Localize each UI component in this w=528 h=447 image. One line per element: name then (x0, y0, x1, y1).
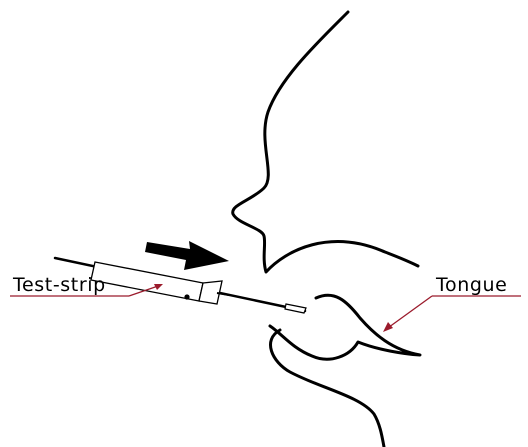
tongue-leader-arrowhead (383, 322, 393, 332)
chin-outline (271, 330, 384, 447)
tongue-leader-line (385, 296, 432, 330)
test-strip-label: Test-strip (12, 274, 106, 296)
insertion-arrow-icon (145, 241, 229, 270)
tongue-label: Tongue (435, 274, 507, 296)
test-strip-marker (184, 294, 189, 299)
tongue-leader (383, 296, 521, 332)
test-strip-tip (285, 304, 306, 313)
face-profile-outline (233, 12, 418, 272)
